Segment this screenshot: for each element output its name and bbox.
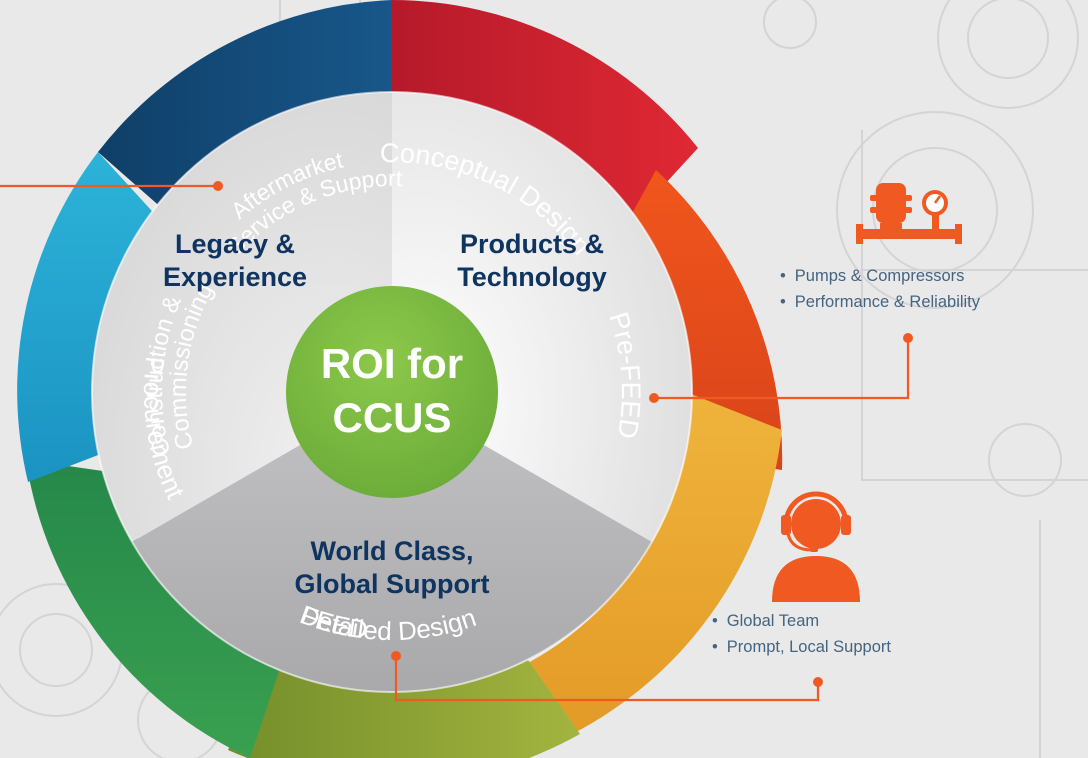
sector-legacy-line2: Experience — [162, 262, 308, 292]
bullet-item: Performance & Reliability — [780, 289, 980, 315]
bullet-item: Pumps & Compressors — [780, 263, 980, 289]
sector-world-line1: World Class, — [310, 536, 474, 566]
center-title-line1: ROI for — [321, 340, 463, 387]
sector-label-legacy: Legacy & Experience — [140, 228, 330, 294]
headset-support-icon — [772, 491, 860, 602]
center-circle: ROI for CCUS — [286, 286, 498, 498]
sector-legacy-line1: Legacy & — [174, 229, 296, 259]
sector-label-products: Products & Technology — [432, 228, 632, 294]
sector-products-line1: Products & — [459, 229, 605, 259]
ring-segment-detailed-design — [228, 660, 580, 758]
ring-segment-conceptual-design — [392, 0, 698, 222]
sector-products-line2: Technology — [457, 262, 607, 292]
center-title-line2: CCUS — [332, 394, 451, 441]
inner-pie — [91, 91, 693, 693]
bullet-item: Global Team — [712, 608, 891, 634]
ring-segment-procurement — [26, 460, 282, 758]
connector-lines — [0, 184, 910, 702]
connector-products — [654, 340, 910, 400]
sector-world — [132, 392, 652, 693]
connector-support — [394, 656, 820, 702]
ring-segment-construction — [17, 152, 162, 482]
ring-segment-aftermarket — [98, 0, 392, 210]
pump-compressor-icon — [856, 183, 962, 244]
process-ring — [17, 0, 783, 758]
support-bullet-list: Global Team Prompt, Local Support — [712, 608, 891, 660]
bullet-item: Prompt, Local Support — [712, 634, 891, 660]
sector-world-line2: Global Support — [294, 569, 490, 599]
sector-label-world: World Class, Global Support — [262, 535, 522, 601]
products-bullet-list: Pumps & Compressors Performance & Reliab… — [780, 263, 980, 315]
connector-dots — [213, 181, 913, 687]
ring-segment-feed — [522, 392, 782, 740]
